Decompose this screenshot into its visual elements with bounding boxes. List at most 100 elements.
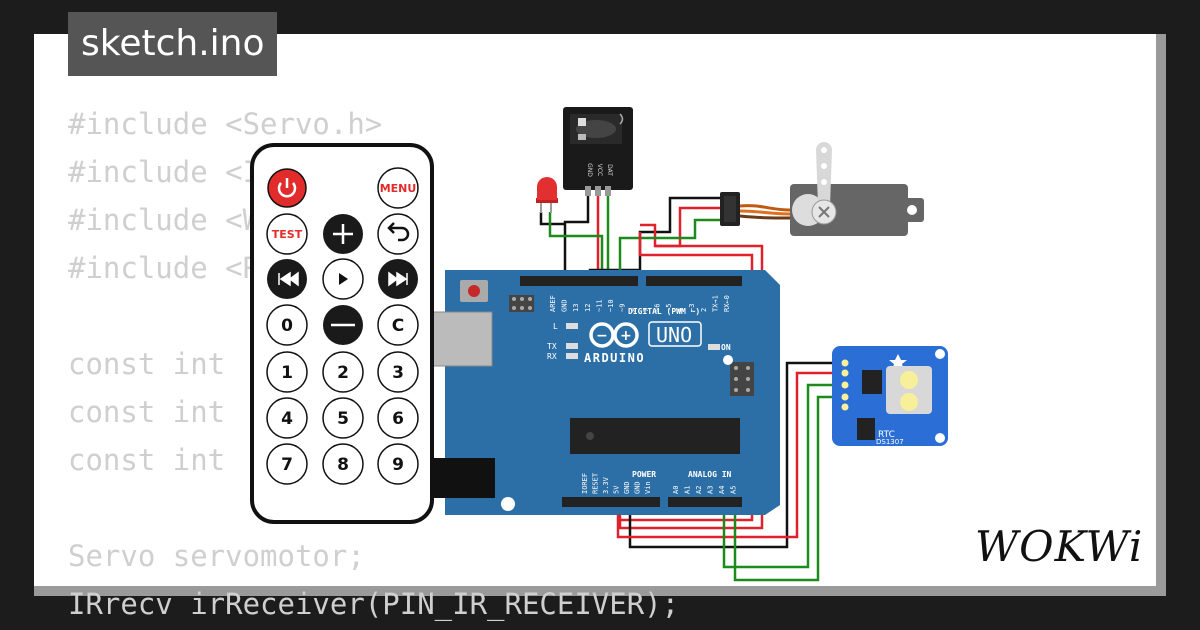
pin-label: A4: [718, 486, 726, 494]
servo-motor[interactable]: [720, 142, 924, 236]
pin-label: A3: [707, 486, 715, 494]
ir-pin-label: VCC: [596, 164, 603, 176]
pin-label: A0: [672, 486, 680, 494]
tx-led-label: TX: [547, 342, 557, 351]
code-line: Servo servomotor;: [68, 539, 365, 573]
pin-label: RX←0: [723, 295, 731, 312]
svg-text:1: 1: [281, 363, 293, 383]
remote-digit-4[interactable]: 4: [266, 397, 308, 439]
arduino-uno-board[interactable]: − + ARDUINO UNO DIGITAL (PWM ~) POWER AN…: [425, 270, 780, 515]
pin-label: ~9: [619, 304, 627, 312]
remote-digit-7[interactable]: 7: [266, 443, 308, 485]
pin-label: ~5: [665, 304, 673, 312]
analog-label: ANALOG IN: [688, 470, 732, 479]
pin-label: GND: [561, 299, 569, 312]
ir-remote[interactable]: MENU TEST 0: [250, 143, 434, 524]
remote-back-button[interactable]: [377, 213, 419, 255]
wire-servo-signal[interactable]: [618, 218, 720, 282]
pin-label: A2: [695, 486, 703, 494]
remote-digit-3[interactable]: 3: [377, 351, 419, 393]
remote-play-button[interactable]: [322, 258, 364, 300]
remote-menu-button[interactable]: MENU: [377, 167, 419, 209]
wire-rtc-sda[interactable]: [722, 383, 848, 569]
pin-label: 3.3V: [602, 476, 610, 494]
arduino-model: UNO: [656, 323, 692, 347]
wire-rtc-scl[interactable]: [733, 395, 848, 582]
svg-text:3: 3: [392, 363, 404, 383]
power-label: POWER: [632, 470, 656, 479]
pin-label: 7: [642, 308, 650, 312]
pin-label: A1: [684, 486, 692, 494]
code-line: const int: [68, 395, 226, 429]
wire-led-signal[interactable]: [548, 212, 604, 282]
remote-prev-button[interactable]: [267, 259, 307, 299]
wire-rtc-5v[interactable]: [616, 371, 848, 539]
pin-label: ~10: [607, 299, 615, 312]
remote-plus-button[interactable]: [323, 214, 363, 254]
svg-text:2: 2: [337, 363, 349, 383]
ir-pin-label: GND: [586, 163, 593, 177]
pin-label: 2: [700, 308, 708, 312]
pin-label: ~3: [688, 304, 696, 312]
remote-test-button[interactable]: TEST: [266, 213, 308, 255]
svg-text:9: 9: [392, 455, 404, 475]
svg-text:0: 0: [281, 316, 293, 336]
remote-digit-2[interactable]: 2: [322, 351, 364, 393]
pin-label: ~6: [653, 304, 661, 312]
rtc-module[interactable]: RTC DS1307: [832, 346, 948, 446]
remote-power-button[interactable]: [267, 168, 307, 208]
svg-text:6: 6: [392, 409, 404, 429]
wire-rtc-gnd[interactable]: [628, 361, 848, 549]
wire-ir-gnd[interactable]: [563, 190, 590, 282]
red-led[interactable]: [536, 177, 558, 213]
wire-servo-vcc[interactable]: [640, 206, 720, 248]
code-line: const int: [68, 347, 226, 381]
code-line: IRrecv irReceiver(PIN_IR_RECEIVER);: [68, 587, 680, 621]
wire-gnd-servo[interactable]: [618, 232, 754, 522]
remote-zero-button[interactable]: 0: [266, 304, 308, 346]
svg-text:5: 5: [337, 409, 349, 429]
svg-text:C: C: [392, 316, 404, 336]
remote-clear-button[interactable]: C: [377, 304, 419, 346]
rtc-label: RTC: [878, 430, 895, 440]
svg-text:4: 4: [281, 409, 293, 429]
ir-pin-label: DAT: [606, 164, 613, 176]
pin-label: TX→1: [711, 295, 719, 312]
remote-minus-button[interactable]: [323, 305, 363, 345]
pin-label: 13: [572, 304, 580, 312]
wire-led-gnd[interactable]: [539, 212, 566, 226]
pin-label: GND: [623, 481, 631, 494]
code-line: #include <Servo.h>: [68, 107, 383, 141]
pin-label: ~11: [595, 299, 603, 312]
wokwi-logo: WOKWi: [975, 522, 1144, 571]
pin-label: A5: [730, 486, 738, 494]
on-label: ON: [721, 343, 731, 352]
arduino-infinity-logo: [589, 322, 639, 348]
svg-text:TEST: TEST: [272, 228, 303, 241]
remote-digit-8[interactable]: 8: [322, 443, 364, 485]
pin-label: 5V: [613, 485, 621, 494]
remote-digit-9[interactable]: 9: [377, 443, 419, 485]
rtc-chip-label: DS1307: [876, 438, 904, 446]
remote-next-button[interactable]: [378, 259, 418, 299]
file-title: sketch.ino: [68, 12, 278, 76]
arduino-brand: ARDUINO: [584, 351, 645, 365]
svg-text:−: −: [596, 328, 608, 344]
ir-receiver[interactable]: GND VCC DAT: [563, 107, 633, 196]
pin-label: Vin: [644, 481, 652, 494]
code-line: const int: [68, 443, 226, 477]
pin-label: GND: [634, 481, 642, 494]
svg-text:7: 7: [281, 455, 293, 475]
pin-label: RESET: [592, 472, 600, 494]
svg-text:MENU: MENU: [380, 182, 417, 195]
rx-led-label: RX: [547, 352, 557, 361]
remote-digit-5[interactable]: 5: [322, 397, 364, 439]
pin-label: IOREF: [581, 473, 589, 494]
remote-digit-1[interactable]: 1: [266, 351, 308, 393]
remote-digit-6[interactable]: 6: [377, 397, 419, 439]
pin-label: AREF: [549, 295, 557, 312]
